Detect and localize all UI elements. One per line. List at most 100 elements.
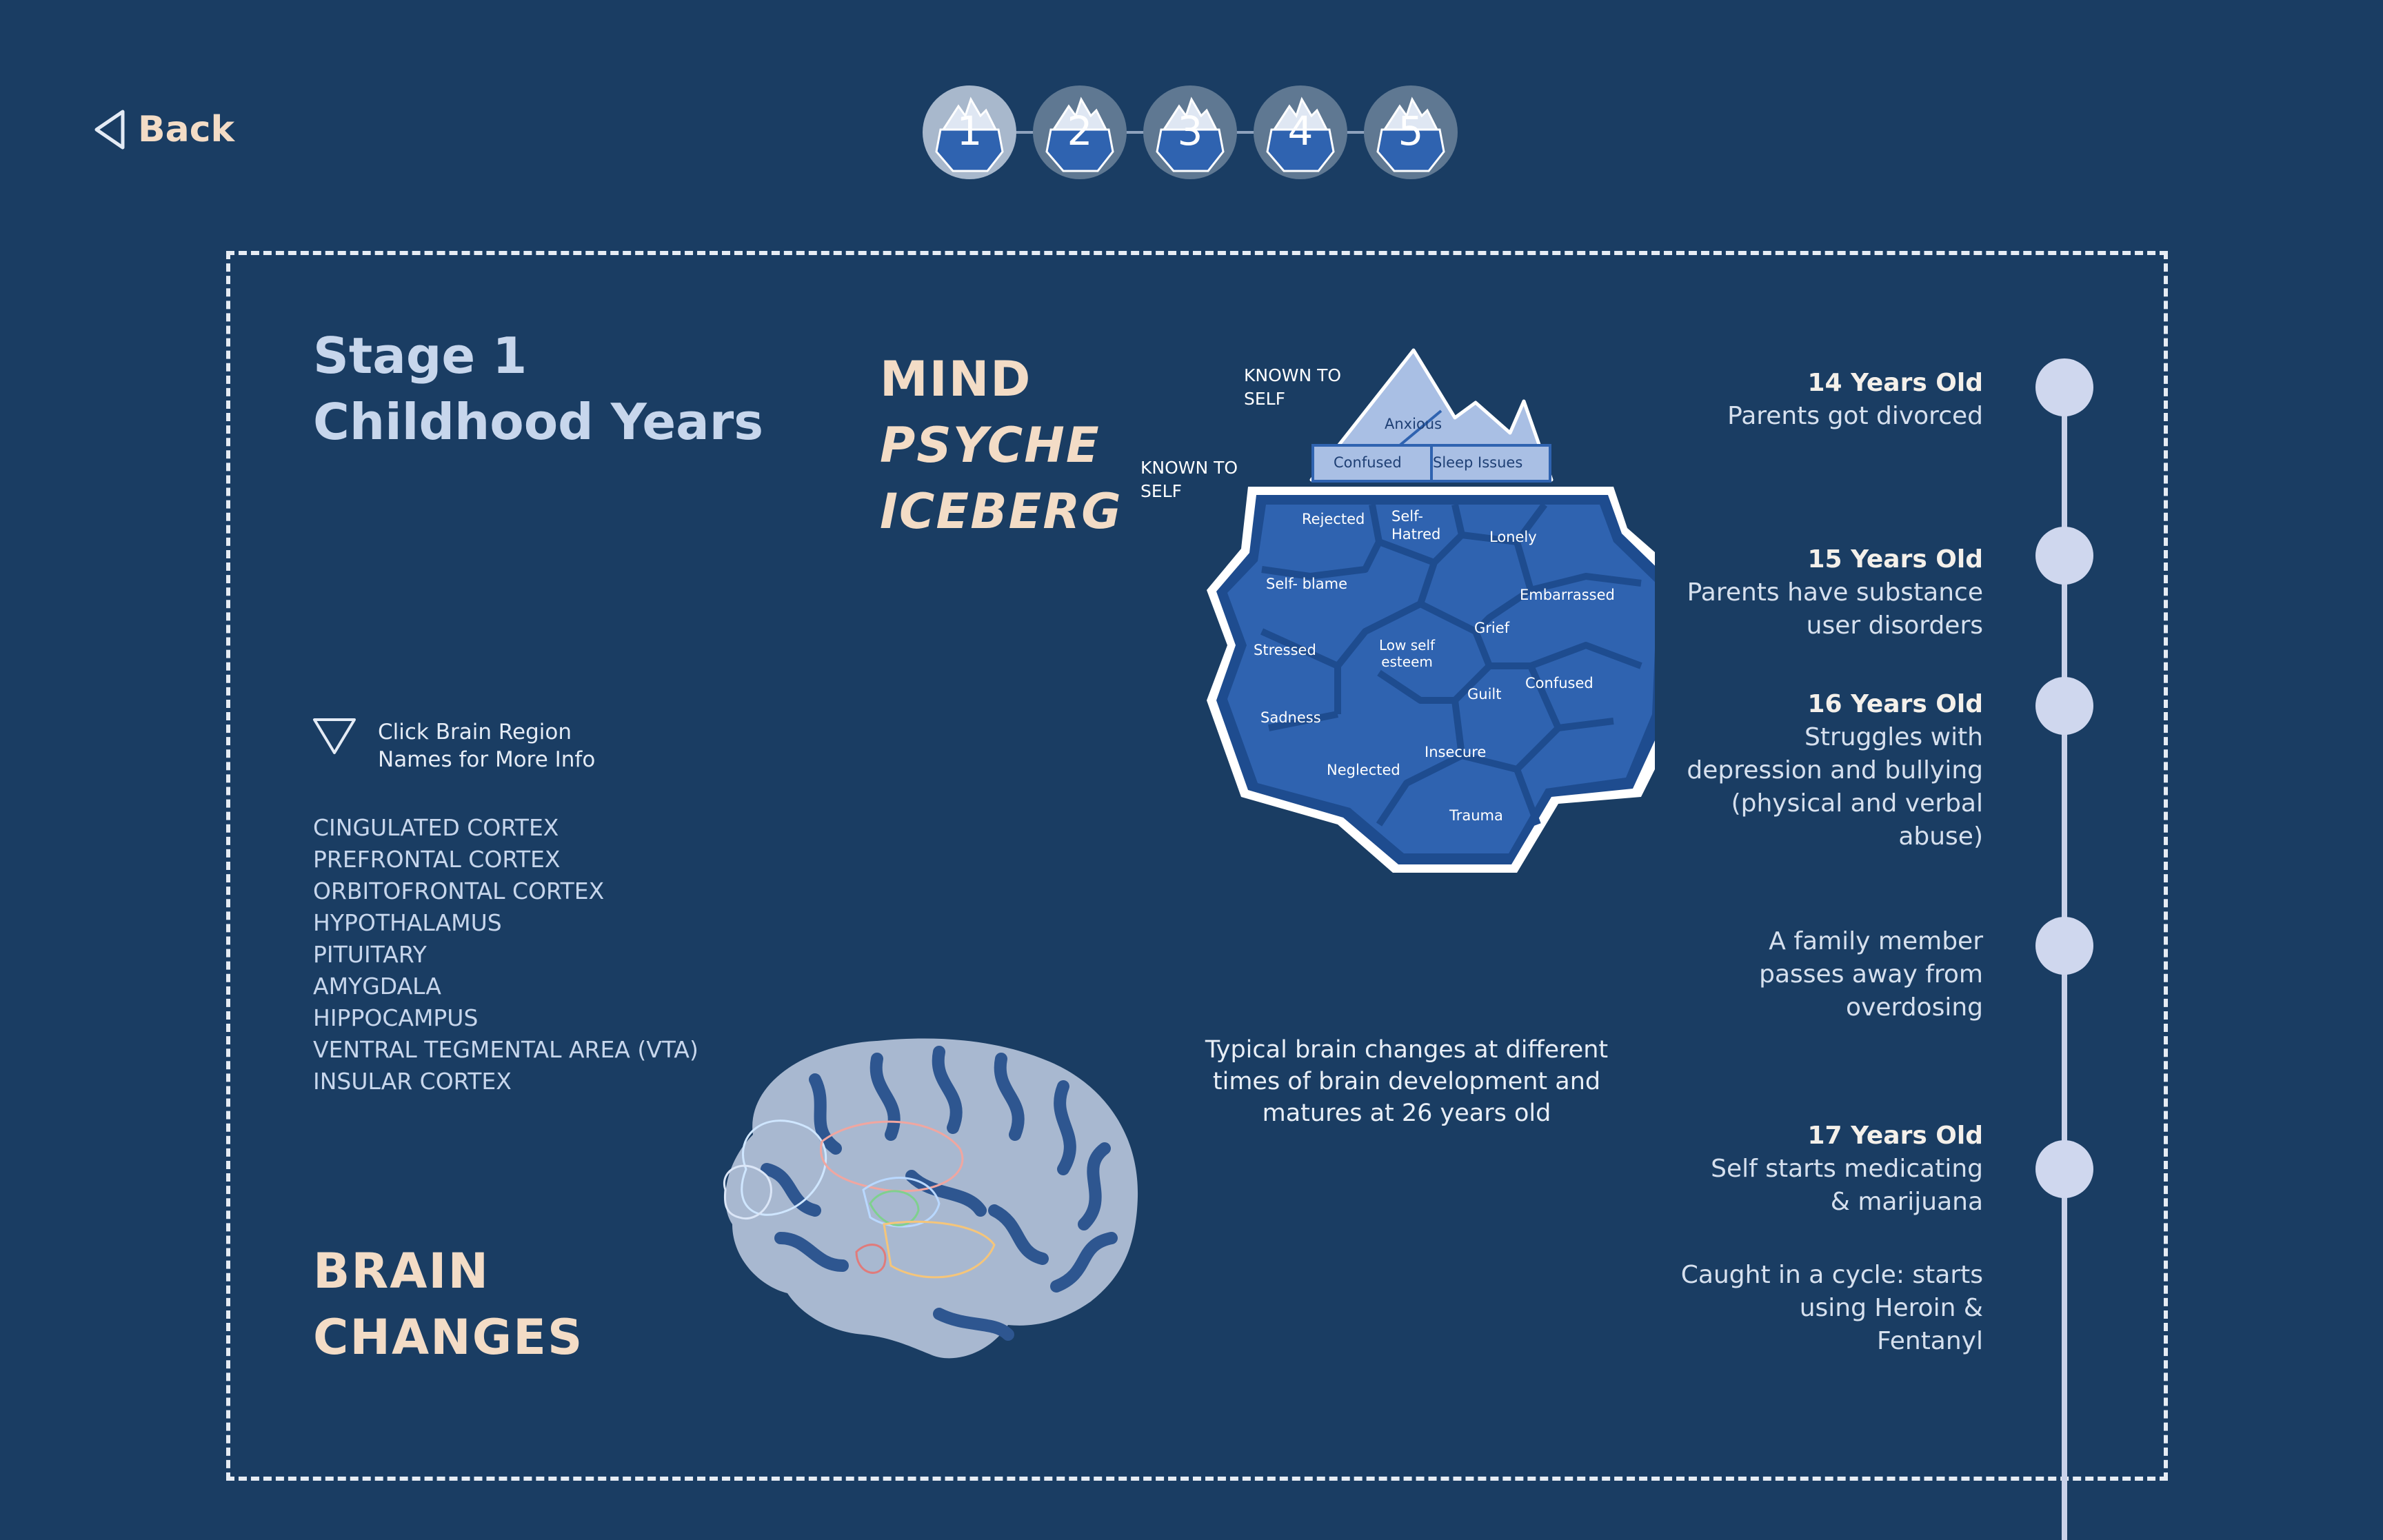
brain-illustration xyxy=(723,1038,1138,1359)
click-hint: Click Brain Region Names for More Info xyxy=(312,717,595,773)
iceberg-neglected: Neglected xyxy=(1327,762,1400,778)
region-link[interactable]: CINGULATED CORTEX xyxy=(313,814,559,841)
timeline-event-2: 15 Years Old Parents have substance user… xyxy=(1687,543,1983,642)
timeline-dot[interactable] xyxy=(2035,1140,2093,1198)
stage-number: Stage 1 xyxy=(313,327,527,385)
stage-stepper: 1 2 3 4 5 xyxy=(923,85,1458,179)
event-age: 16 Years Old xyxy=(1807,690,1983,718)
brain-changes-heading: BRAIN CHANGES xyxy=(313,1238,583,1370)
step-number: 4 xyxy=(1287,108,1314,154)
iceberg-tip-sleep-issues: Sleep Issues xyxy=(1433,454,1523,471)
iceberg-thumbnail-icon xyxy=(1156,97,1225,172)
hint-line2: Names for More Info xyxy=(378,747,596,772)
timeline-event-4: A family member passes away from overdos… xyxy=(1759,925,1983,1024)
low-self-esteem-line1: Low self xyxy=(1379,637,1436,654)
triangle-down-icon xyxy=(313,718,356,754)
event-age: 14 Years Old xyxy=(1807,369,1983,397)
iceberg-rejected: Rejected xyxy=(1302,511,1365,527)
mind-heading: MIND PSYCHE ICEBERG xyxy=(880,346,1123,545)
stage-step-1-button[interactable]: 1 xyxy=(923,85,1016,179)
region-link[interactable]: HYPOTHALAMUS xyxy=(313,909,502,936)
region-link[interactable]: AMYGDALA xyxy=(313,973,441,1000)
event-desc: Self starts medicating xyxy=(1711,1155,1983,1183)
iceberg-thumbnail-icon xyxy=(1266,97,1335,172)
known-side-line2: SELF xyxy=(1140,481,1182,501)
event-desc: passes away from xyxy=(1759,960,1983,989)
triangle-left-icon xyxy=(94,110,125,150)
iceberg-self-blame: Self- blame xyxy=(1266,576,1347,592)
event-desc: Parents have substance xyxy=(1687,578,1983,607)
timeline-dot[interactable] xyxy=(2035,527,2093,585)
event-desc: abuse) xyxy=(1898,822,1983,851)
iceberg-tip-confused: Confused xyxy=(1334,454,1402,471)
timeline-event-3: 16 Years Old Struggles with depression a… xyxy=(1687,688,1983,853)
mind-heading-line1: MIND xyxy=(880,351,1032,407)
event-desc: & marijuana xyxy=(1830,1188,1983,1216)
iceberg-stressed: Stressed xyxy=(1254,642,1316,658)
event-desc: Struggles with xyxy=(1804,723,1983,751)
known-side-line1: KNOWN TO xyxy=(1140,458,1238,478)
step-number: 5 xyxy=(1398,108,1424,154)
iceberg-thumbnail-icon xyxy=(935,97,1004,172)
iceberg-tip-anxious: Anxious xyxy=(1385,416,1442,432)
iceberg-thumbnail-icon xyxy=(1045,97,1114,172)
back-label: Back xyxy=(138,109,235,150)
brain-heading-line2: CHANGES xyxy=(313,1309,584,1366)
brain-heading-line1: BRAIN xyxy=(313,1243,490,1299)
page-title: Stage 1 Childhood Years xyxy=(313,323,763,455)
timeline-dot[interactable] xyxy=(2035,358,2093,416)
low-self-esteem-line2: esteem xyxy=(1381,654,1433,670)
iceberg-thumbnail-icon xyxy=(1376,97,1445,172)
iceberg-low-self-esteem: Low self esteem xyxy=(1379,637,1435,670)
known-top-line2: SELF xyxy=(1244,389,1285,409)
region-link[interactable]: ORBITOFRONTAL CORTEX xyxy=(313,878,605,904)
iceberg-embarrassed: Embarrassed xyxy=(1520,587,1615,603)
self-hatred-line1: Self- xyxy=(1391,508,1423,525)
iceberg-trauma: Trauma xyxy=(1449,807,1503,824)
event-desc: A family member xyxy=(1769,927,1983,955)
back-button[interactable]: Back xyxy=(94,109,234,150)
stage-step-4-button[interactable]: 4 xyxy=(1254,85,1347,179)
timeline-event-5: 17 Years Old Self starts medicating & ma… xyxy=(1711,1119,1983,1219)
event-desc: Caught in a cycle: starts xyxy=(1680,1261,1983,1289)
event-desc: using Heroin & xyxy=(1799,1294,1983,1322)
known-top-line1: KNOWN TO xyxy=(1244,365,1342,385)
iceberg-grief: Grief xyxy=(1474,620,1510,636)
step-number: 3 xyxy=(1177,108,1203,154)
timeline-dot[interactable] xyxy=(2035,677,2093,735)
event-desc: user disorders xyxy=(1806,611,1983,640)
event-desc: Fentanyl xyxy=(1876,1327,1983,1355)
mind-heading-line2: PSYCHE xyxy=(880,417,1100,474)
stage-name: Childhood Years xyxy=(313,393,764,451)
brain-caption: Typical brain changes at different times… xyxy=(1205,1036,1609,1127)
step-number: 1 xyxy=(956,108,983,154)
iceberg-lonely: Lonely xyxy=(1489,529,1537,545)
region-link[interactable]: PITUITARY xyxy=(313,941,427,968)
event-age: 15 Years Old xyxy=(1807,545,1983,574)
brain-region-list: CINGULATED CORTEX PREFRONTAL CORTEX ORBI… xyxy=(313,812,698,1097)
iceberg-confused: Confused xyxy=(1525,675,1593,691)
event-desc: Parents got divorced xyxy=(1727,402,1983,430)
timeline-event-1: 14 Years Old Parents got divorced xyxy=(1727,367,1983,433)
self-hatred-line2: Hatred xyxy=(1391,526,1441,543)
stage-step-5-button[interactable]: 5 xyxy=(1364,85,1458,179)
psyche-iceberg xyxy=(1207,348,1655,873)
known-to-self-side-label: KNOWN TO SELF xyxy=(1140,456,1238,503)
region-link[interactable]: INSULAR CORTEX xyxy=(313,1068,512,1095)
region-link[interactable]: VENTRAL TEGMENTAL AREA (VTA) xyxy=(313,1036,698,1063)
iceberg-insecure: Insecure xyxy=(1425,744,1487,760)
timeline-dot[interactable] xyxy=(2035,917,2093,975)
content-frame xyxy=(226,251,2168,1481)
stage-step-3-button[interactable]: 3 xyxy=(1143,85,1237,179)
stage-step-2-button[interactable]: 2 xyxy=(1033,85,1127,179)
hint-line1: Click Brain Region xyxy=(378,720,572,744)
mind-heading-line3: ICEBERG xyxy=(880,483,1123,540)
region-link[interactable]: HIPPOCAMPUS xyxy=(313,1004,479,1031)
known-to-self-top-label: KNOWN TO SELF xyxy=(1244,364,1341,411)
region-link[interactable]: PREFRONTAL CORTEX xyxy=(313,846,561,873)
event-age: 17 Years Old xyxy=(1807,1122,1983,1150)
iceberg-sadness: Sadness xyxy=(1260,709,1321,726)
iceberg-self-hatred: Self- Hatred xyxy=(1391,507,1440,543)
timeline-event-6: Caught in a cycle: starts using Heroin &… xyxy=(1681,1259,1983,1358)
step-number: 2 xyxy=(1067,108,1093,154)
